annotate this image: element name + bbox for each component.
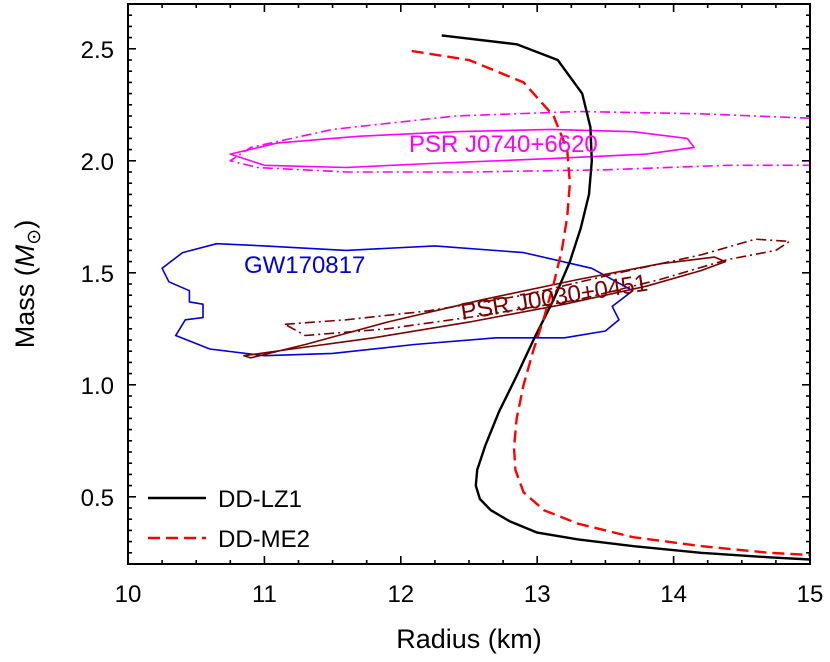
label-gw170817: GW170817 [244, 252, 365, 279]
x-tick-label: 13 [524, 581, 551, 608]
y-axis-label-symbol: M [10, 244, 40, 267]
confidence-regions [161, 110, 810, 359]
y-axis-label: Mass (M⊙) [10, 220, 45, 348]
x-tick-label: 12 [387, 581, 414, 608]
eos-curves [411, 34, 810, 561]
x-axis-label: Radius (km) [396, 624, 542, 654]
y-tick-label: 1.0 [81, 373, 114, 400]
y-axis-label-subscript: ⊙ [24, 229, 45, 245]
x-tick-label: 15 [797, 581, 824, 608]
x-tick-label: 11 [252, 581, 277, 608]
y-tick-label: 2.0 [81, 149, 114, 176]
region-gw170817 [161, 242, 634, 357]
region-psr-j0740-6620-90 [229, 110, 810, 173]
region-psr-j0030-0451 [243, 256, 727, 359]
region-psr-j0740-6620 [229, 128, 695, 169]
legend-label-dd-me2: DD-ME2 [218, 526, 310, 553]
series-dd-me2 [411, 49, 810, 557]
tick-labels: 10 11 12 13 14 15 0.5 1.0 1.5 2.0 2.5 [81, 37, 824, 608]
region-psr-j0030-0451-90 [284, 238, 791, 337]
y-tick-label: 0.5 [81, 485, 114, 512]
y-tick-label: 1.5 [81, 261, 114, 288]
axis-ticks [127, 3, 811, 565]
plot-frame [127, 3, 811, 565]
x-tick-label: 10 [115, 581, 142, 608]
y-axis-label-prefix: Mass ( [10, 267, 40, 348]
y-axis-label-close: ) [10, 220, 40, 229]
y-tick-label: 2.5 [81, 37, 114, 64]
series-dd-lz1 [441, 34, 810, 561]
x-tick-label: 14 [660, 581, 687, 608]
label-psr-j0740-6620: PSR J0740+6620 [409, 131, 598, 158]
legend-label-dd-lz1: DD-LZ1 [218, 486, 302, 513]
